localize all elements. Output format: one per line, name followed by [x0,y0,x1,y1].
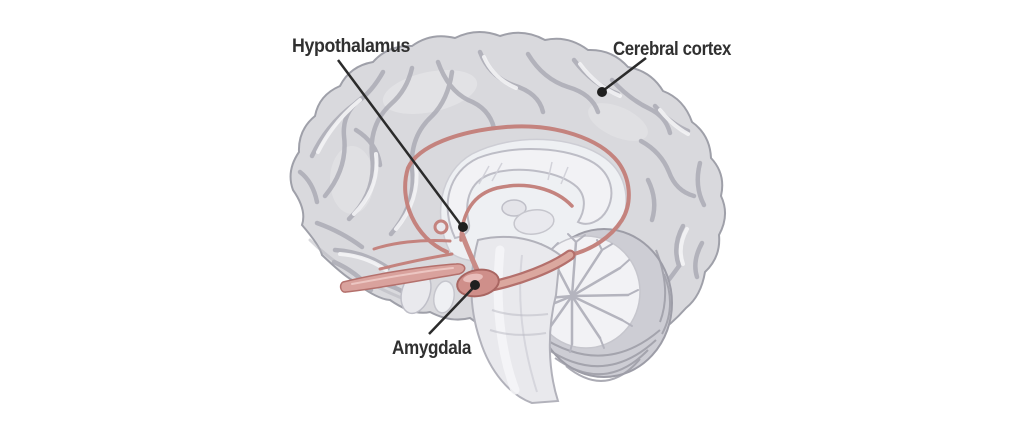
thalamus-region [501,199,555,235]
corpus-callosum [446,148,613,240]
arbor-vitae-twigs [539,233,639,353]
hypothalamus-leader-line [336,59,463,226]
label-amygdala: Amygdala [392,338,472,359]
gyri-highlight-lines [316,55,690,272]
label-hypothalamus: Hypothalamus [292,36,410,57]
cerebellum-folia-ridges [539,249,672,382]
fornix [459,183,574,242]
diagonal-band-strand [372,239,452,251]
brainstem [470,235,562,405]
limbic-system [339,124,631,298]
label-cerebral-cortex: Cerebral cortex [613,39,732,60]
cingulate-loop [403,124,631,257]
amygdala-leader-dot [470,280,480,290]
hypothalamus-leader-dot [458,222,468,232]
amygdala-leader-line [428,287,474,335]
cerebral-cortex-leader-dot [597,87,607,97]
medial-forebrain-strand [378,252,454,271]
cerebral-cortex-leader-line [603,57,647,91]
annotations: Hypothalamus Cerebral cortex Amygdala [292,36,732,359]
anterior-commissure [433,219,449,235]
